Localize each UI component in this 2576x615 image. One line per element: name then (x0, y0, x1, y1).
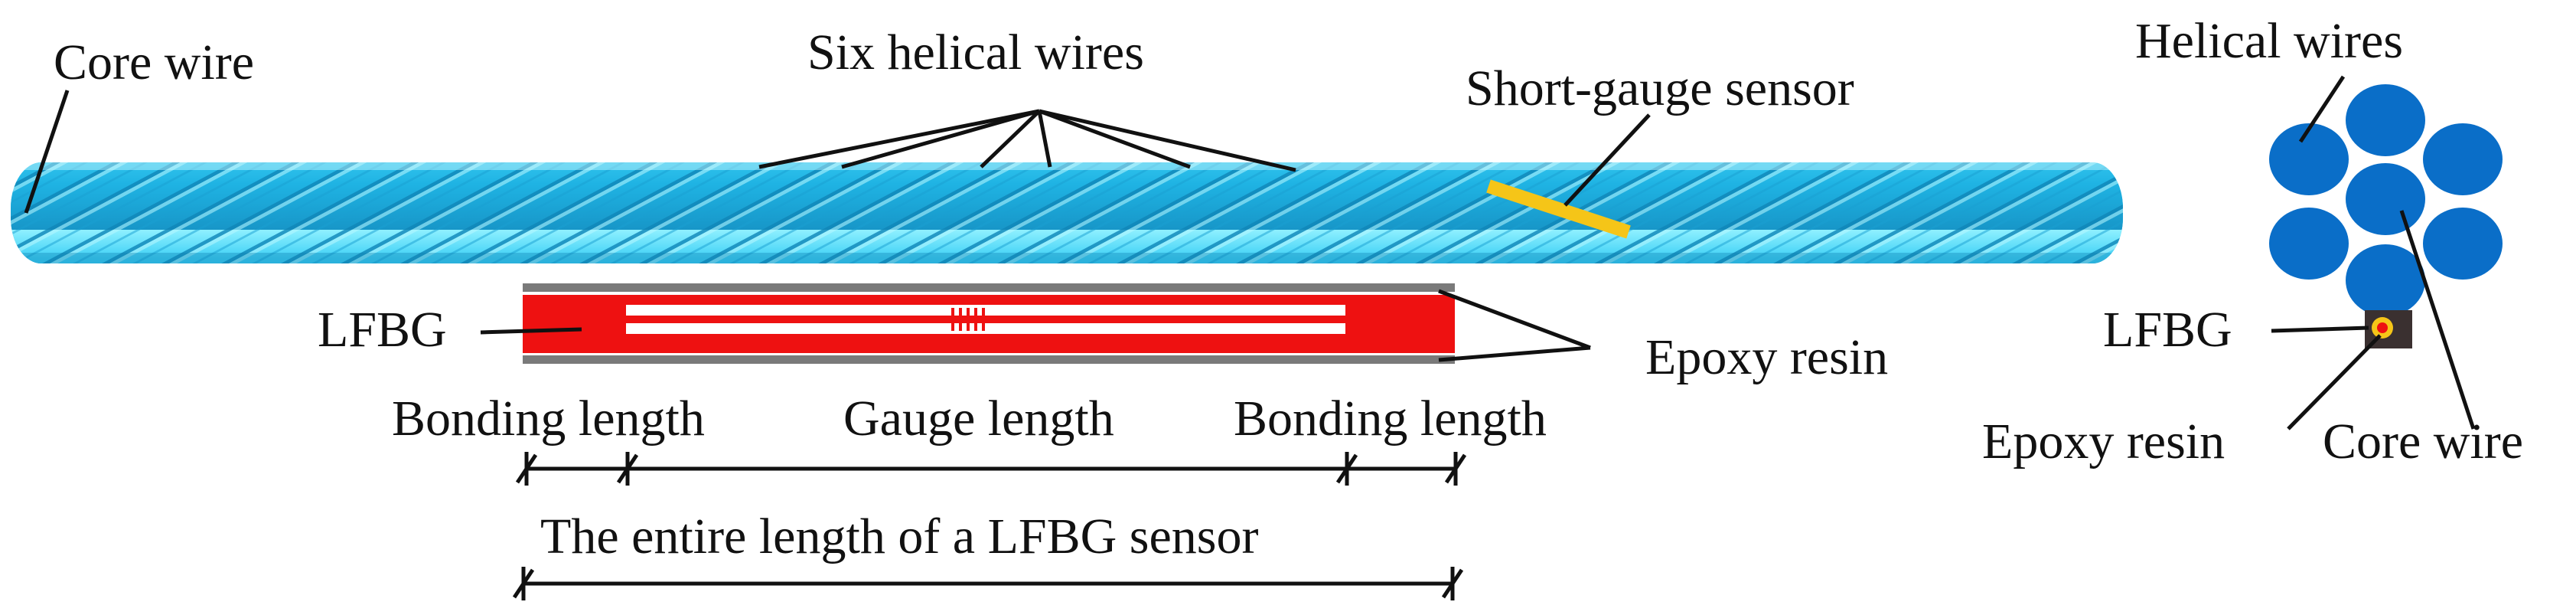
label-short-gauge-sensor: Short-gauge sensor (1466, 61, 1854, 116)
cross-helical-wire-4 (2269, 208, 2349, 280)
lfbg-sensor-long-view (523, 283, 1455, 364)
label-lfbg-cross: LFBG (2103, 302, 2232, 358)
label-epoxy-resin: Epoxy resin (1645, 329, 1888, 385)
label-core-wire-top: Core wire (54, 34, 254, 90)
cross-helical-wire-5 (2423, 208, 2503, 280)
label-core-wire-cross: Core wire (2323, 414, 2523, 469)
label-epoxy-resin-cross: Epoxy resin (1982, 414, 2225, 469)
cross-helical-wire-3 (2423, 123, 2503, 195)
resin-top-strip (523, 283, 1455, 292)
label-entire-length: The entire length of a LFBG sensor (540, 509, 1258, 564)
label-gauge-length: Gauge length (843, 391, 1114, 447)
steel-strand-cable (11, 162, 2123, 263)
resin-bottom-strip (523, 355, 1455, 364)
label-bonding-length-left: Bonding length (392, 391, 705, 447)
label-six-helical-wires: Six helical wires (807, 25, 1144, 80)
gauge-length-fiber-core (626, 316, 1345, 323)
short-gauge-sensor-strip (1486, 179, 1631, 239)
cross-core-wire (2346, 163, 2425, 235)
label-bonding-length-right: Bonding length (1234, 391, 1547, 447)
cable-cross-section (2269, 84, 2503, 316)
dimension-line-segments (515, 452, 1467, 486)
cross-helical-wire-2 (2346, 84, 2425, 156)
top-leader-lines (24, 90, 1651, 214)
cross-helical-wire-6 (2346, 244, 2425, 316)
label-lfbg-left: LFBG (318, 302, 447, 358)
dimension-line-entire (512, 567, 1464, 600)
cross-lfbg-center (2377, 322, 2388, 333)
bragg-grating-marks (951, 308, 985, 331)
cross-leader-lines (2271, 75, 2476, 430)
label-helical-wires: Helical wires (2135, 13, 2403, 69)
cross-helical-wire-1 (2269, 123, 2349, 195)
sensor-leader-lines (480, 289, 1591, 362)
